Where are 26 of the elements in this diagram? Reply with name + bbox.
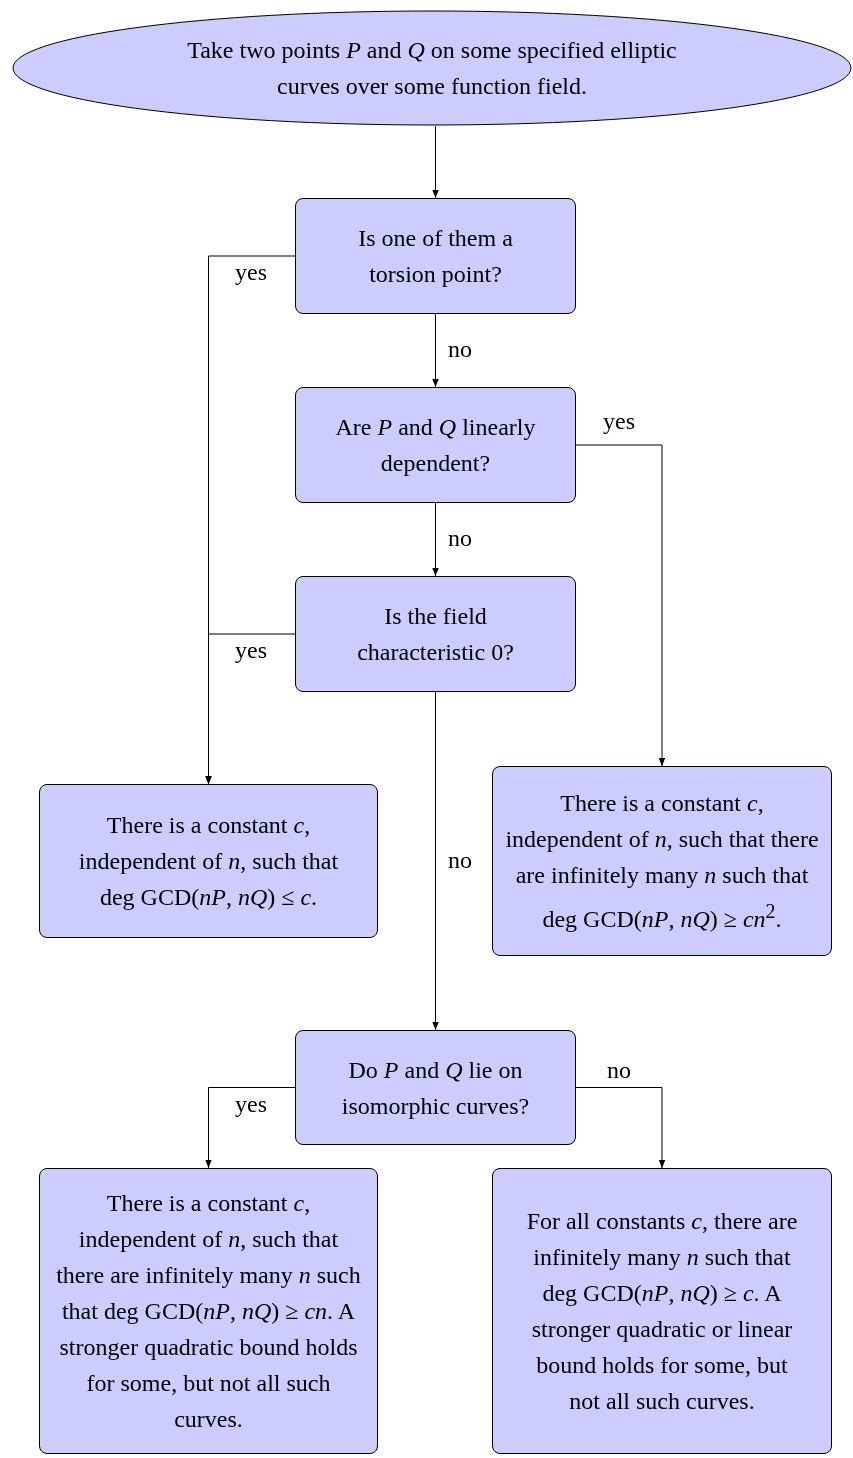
process-box <box>492 766 832 956</box>
process-box <box>295 576 576 692</box>
arrow <box>432 313 439 388</box>
node-text: Is one of them a torsion point? <box>357 224 514 289</box>
arrow <box>205 633 296 785</box>
node-text: There is a constant c, independent of n, such that there are infinitely many n such that deg GCD(nP, nQ) ≥ cn$^{2}$. <box>505 789 819 934</box>
arrow <box>575 444 666 767</box>
process-box <box>295 198 576 314</box>
arrow <box>575 1087 666 1169</box>
node-text: Are P and Q linearly dependent? <box>334 413 537 478</box>
process-box <box>295 1030 576 1145</box>
node-text: There is a constant c, independent of n, such that deg GCD(nP, nQ) ≤ c. <box>77 811 340 912</box>
node-text: Do P and Q lie on isomorphic curves? <box>340 1055 531 1121</box>
arrow <box>432 125 439 199</box>
node-text: There is a constant c, independent of n, such that there are infinitely many n such that deg GCD(nP, nQ) ≥ cn. A stronger quadratic bound holds for some, but not all such curves. <box>55 1189 362 1434</box>
arrow <box>205 1087 296 1169</box>
process-box <box>492 1168 832 1454</box>
node-text: Take two points P and Q on some specified elliptic curves over some function field. <box>186 36 678 101</box>
start-ellipse <box>12 10 852 126</box>
arrow <box>432 502 439 577</box>
process-box <box>39 784 378 938</box>
node-text: Is the field characteristic 0? <box>356 602 515 667</box>
process-box <box>295 387 576 503</box>
arrow <box>432 691 439 1031</box>
process-box <box>39 1168 378 1454</box>
node-text: For all constants c, there are infinitely many n such that deg GCD(nP, nQ) ≥ c. A stronger quadratic or linear bound holds for some, but not all such curves. <box>525 1207 799 1416</box>
